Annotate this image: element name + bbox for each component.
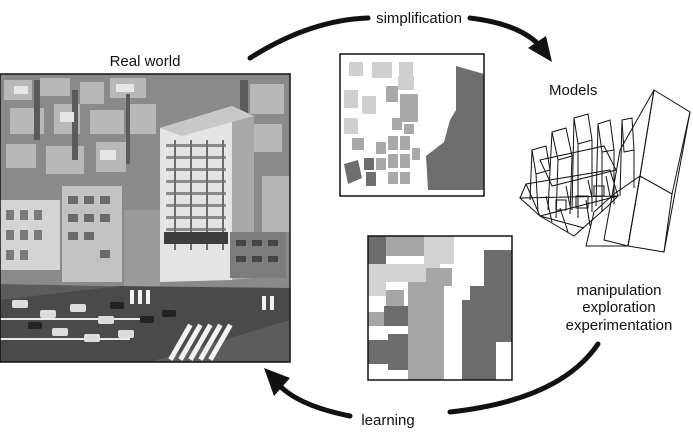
arrow-simplification bbox=[247, 15, 552, 62]
label-real-world: Real world bbox=[110, 53, 181, 70]
label-exploration: exploration bbox=[582, 299, 655, 316]
label-models: Models bbox=[549, 82, 597, 99]
simplified-vector-map bbox=[339, 53, 485, 197]
grid-map bbox=[367, 235, 513, 381]
label-experimentation: experimentation bbox=[566, 317, 673, 334]
aerial-city-photo bbox=[0, 73, 291, 363]
wireframe-3d-model bbox=[518, 89, 691, 253]
label-simplification: simplification bbox=[376, 10, 462, 27]
label-manipulation: manipulation bbox=[576, 282, 661, 299]
label-learning: learning bbox=[361, 412, 414, 429]
arrow-learning bbox=[264, 341, 601, 419]
manipulation-labels: manipulation exploration experimentation bbox=[566, 282, 673, 334]
large-dark-block bbox=[426, 66, 484, 190]
